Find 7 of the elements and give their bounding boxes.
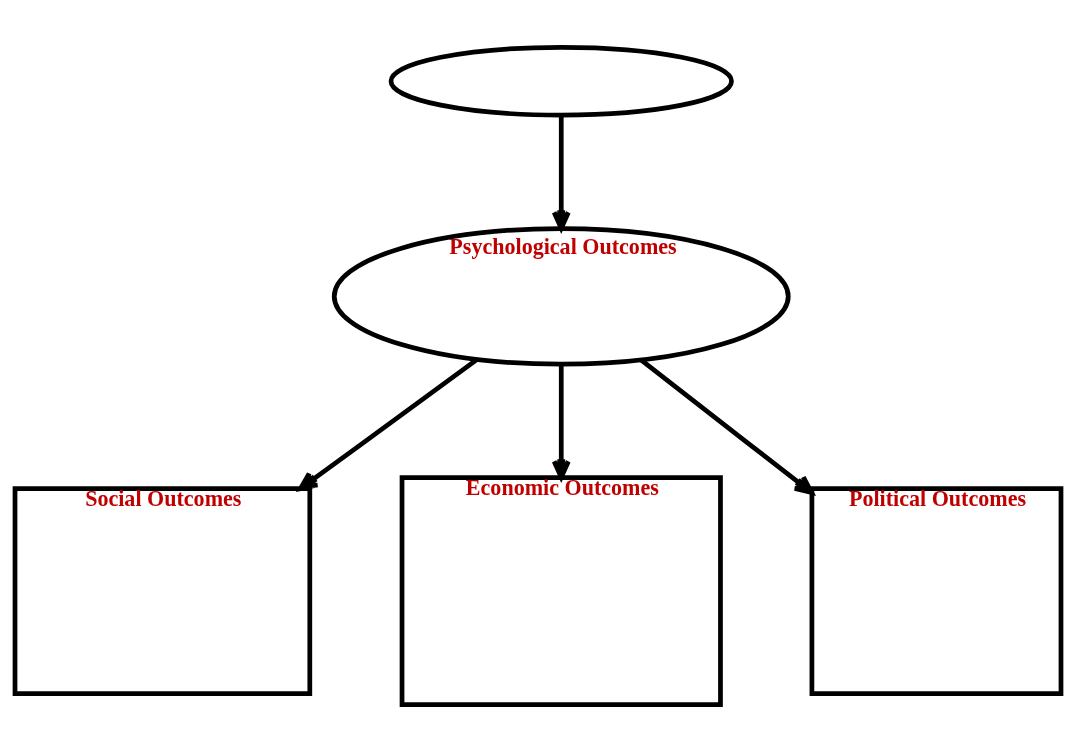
- node-box: Economic Outcomes: [399, 474, 723, 707]
- node-box: Political Outcomes: [809, 485, 1064, 696]
- arrow: [551, 114, 571, 231]
- arrow: [551, 364, 571, 480]
- node-box: Social Outcomes: [12, 485, 313, 696]
- node-ellipse: [388, 44, 734, 117]
- node-ellipse: Psychological Outcomes: [331, 225, 791, 367]
